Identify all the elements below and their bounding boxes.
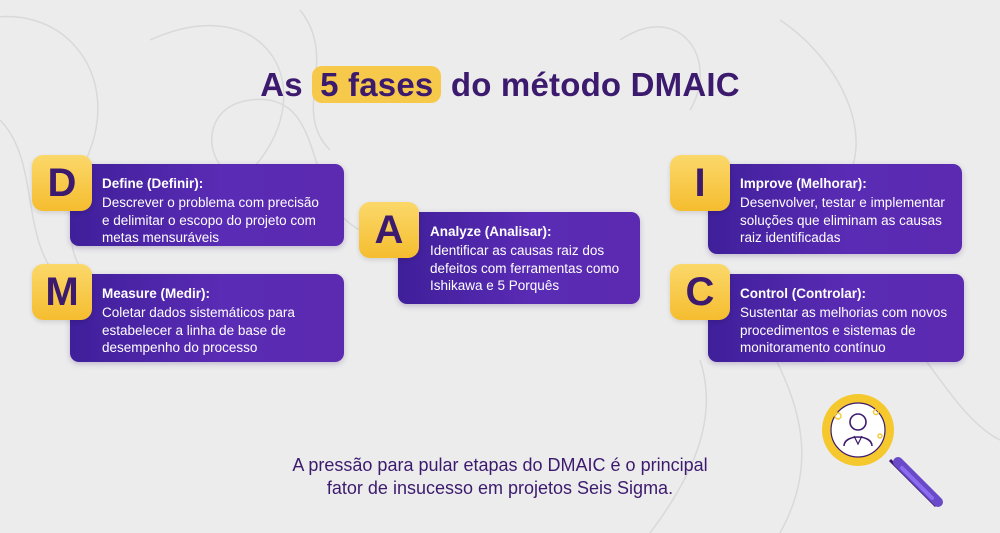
letter-badge-a: A (359, 202, 419, 258)
title-before: As (260, 66, 313, 103)
phase-heading: Improve (Melhorar): (740, 176, 867, 191)
phase-card-define: Define (Definir): Descrever o problema c… (70, 164, 344, 246)
phase-heading: Analyze (Analisar): (430, 224, 552, 239)
phase-description: Desenvolver, testar e implementar soluçõ… (740, 195, 945, 245)
phase-description: Sustentar as melhorias com novos procedi… (740, 305, 948, 355)
footer-line-1: A pressão para pular etapas do DMAIC é o… (292, 455, 708, 475)
letter-badge-c: C (670, 264, 730, 320)
letter-badge-m: M (32, 264, 92, 320)
phase-description: Coletar dados sistemáticos para estabele… (102, 305, 295, 355)
phase-card-measure: Measure (Medir): Coletar dados sistemáti… (70, 274, 344, 362)
footer-note: A pressão para pular etapas do DMAIC é o… (0, 454, 1000, 500)
phase-description: Descrever o problema com precisão e deli… (102, 195, 319, 245)
phase-description: Identificar as causas raiz dos defeitos … (430, 243, 620, 293)
phase-heading: Define (Definir): (102, 176, 204, 191)
phase-card-improve: Improve (Melhorar): Desenvolver, testar … (708, 164, 962, 254)
footer-line-2: fator de insucesso em projetos Seis Sigm… (326, 478, 674, 498)
phase-heading: Measure (Medir): (102, 286, 211, 301)
letter-badge-d: D (32, 155, 92, 211)
title-after: do método DMAIC (441, 66, 740, 103)
phase-card-control: Control (Controlar): Sustentar as melhor… (708, 274, 964, 362)
phase-card-analyze: Analyze (Analisar): Identificar as causa… (398, 212, 640, 304)
phase-heading: Control (Controlar): (740, 286, 866, 301)
letter-badge-i: I (670, 155, 730, 211)
title-highlight: 5 fases (312, 66, 442, 103)
page-title: As 5 fases do método DMAIC (0, 66, 1000, 104)
magnifier-person-icon (822, 394, 943, 508)
